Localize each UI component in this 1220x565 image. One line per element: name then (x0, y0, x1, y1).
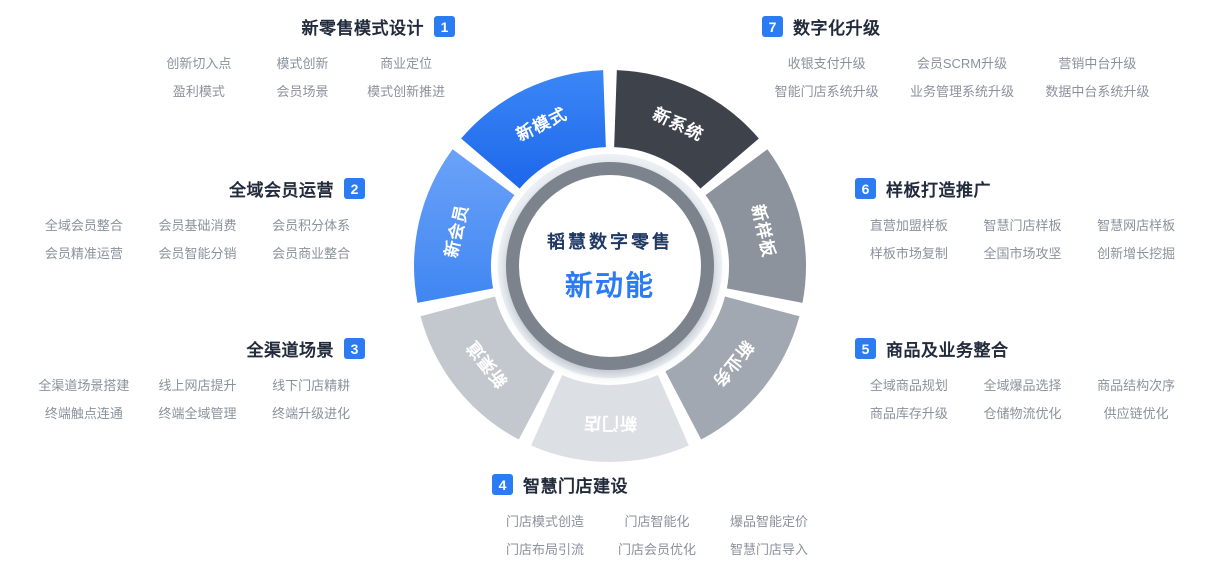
section-header: 全渠道场景 3 (30, 338, 365, 360)
section-item: 门店智能化 (624, 514, 690, 529)
section-header: 全域会员运营 2 (30, 178, 365, 200)
section-item: 收银支付升级 (787, 56, 866, 71)
section-item: 商品结构次序 (1097, 378, 1176, 393)
section-model-promotion: 6 样板打造推广 直营加盟样板 智慧门店样板 智慧网店样板 样板市场复制 全国市… (855, 178, 1190, 262)
section-item: 终端触点连通 (44, 406, 123, 421)
section-header: 4 智慧门店建设 (492, 474, 822, 496)
section-header: 7 数字化升级 (762, 16, 1162, 38)
wheel-center-disc (519, 175, 701, 357)
section-item: 线下门店精耕 (272, 378, 351, 393)
section-item: 会员积分体系 (272, 218, 351, 233)
section-item: 数据中台系统升级 (1045, 84, 1150, 99)
section-goods-business-integration: 5 商品及业务整合 全域商品规划 全域爆品选择 商品结构次序 商品库存升级 仓储… (855, 338, 1190, 422)
section-item: 全渠道场景搭建 (38, 378, 130, 393)
section-item: 会员SCRM升级 (916, 56, 1008, 71)
wheel: 新系统新样板新业务新门店新渠道新会员新模式 韬慧数字零售 新动能 (410, 66, 810, 466)
section-number-badge: 3 (344, 338, 365, 359)
section-item: 仓储物流优化 (983, 406, 1062, 421)
wheel-segment-label-3: 新门店 (583, 414, 637, 434)
wheel-segment-0 (614, 70, 759, 189)
section-item: 会员商业整合 (272, 246, 351, 261)
section-items: 收银支付升级 会员SCRM升级 营销中台升级 智能门店系统升级 业务管理系统升级… (762, 53, 1162, 100)
section-item: 全域会员整合 (44, 218, 123, 233)
section-items: 门店模式创造 门店智能化 爆品智能定价 门店布局引流 门店会员优化 智慧门店导入 (492, 511, 822, 558)
section-omni-channel-scene: 全渠道场景 3 全渠道场景搭建 线上网店提升 线下门店精耕 终端触点连通 终端全… (30, 338, 365, 422)
section-item: 会员基础消费 (158, 218, 237, 233)
section-title: 新零售模式设计 (301, 19, 424, 38)
section-item: 智能门店系统升级 (774, 84, 879, 99)
section-title: 智慧门店建设 (523, 477, 628, 496)
section-item: 创新增长挖掘 (1097, 246, 1176, 261)
section-number-badge: 5 (855, 338, 876, 359)
section-number-badge: 1 (434, 16, 455, 37)
section-new-retail-model-design: 新零售模式设计 1 创新切入点 模式创新 商业定位 盈利模式 会员场景 模式创新… (150, 16, 455, 100)
section-item: 模式创新推进 (367, 84, 446, 99)
section-number-badge: 4 (492, 474, 513, 495)
section-item: 全域爆品选择 (983, 378, 1062, 393)
section-header: 新零售模式设计 1 (150, 16, 455, 38)
section-title: 全渠道场景 (246, 341, 334, 360)
section-number-badge: 7 (762, 16, 783, 37)
section-title: 样板打造推广 (886, 181, 991, 200)
section-item: 样板市场复制 (869, 246, 948, 261)
section-number-badge: 6 (855, 178, 876, 199)
section-item: 终端升级进化 (272, 406, 351, 421)
section-item: 供应链优化 (1103, 406, 1169, 421)
section-items: 直营加盟样板 智慧门店样板 智慧网店样板 样板市场复制 全国市场攻坚 创新增长挖… (855, 215, 1190, 262)
section-header: 6 样板打造推广 (855, 178, 1190, 200)
section-item: 门店模式创造 (505, 514, 584, 529)
section-item: 门店布局引流 (505, 542, 584, 557)
section-smart-store-construction: 4 智慧门店建设 门店模式创造 门店智能化 爆品智能定价 门店布局引流 门店会员… (492, 474, 822, 558)
section-items: 创新切入点 模式创新 商业定位 盈利模式 会员场景 模式创新推进 (150, 53, 455, 100)
section-title: 商品及业务整合 (886, 341, 1009, 360)
section-header: 5 商品及业务整合 (855, 338, 1190, 360)
wheel-segment-4 (420, 296, 555, 440)
section-title: 数字化升级 (793, 19, 881, 38)
section-item: 会员智能分销 (158, 246, 237, 261)
section-item: 智慧门店样板 (983, 218, 1062, 233)
section-items: 全域商品规划 全域爆品选择 商品结构次序 商品库存升级 仓储物流优化 供应链优化 (855, 375, 1190, 422)
section-item: 门店会员优化 (617, 542, 696, 557)
section-items: 全渠道场景搭建 线上网店提升 线下门店精耕 终端触点连通 终端全域管理 终端升级… (30, 375, 365, 422)
section-items: 全域会员整合 会员基础消费 会员积分体系 会员精准运营 会员智能分销 会员商业整… (30, 215, 365, 262)
wheel-segment-5 (414, 149, 515, 303)
section-item: 全域商品规划 (869, 378, 948, 393)
wheel-segment-2 (665, 296, 800, 440)
section-number-badge: 2 (344, 178, 365, 199)
section-item: 智慧门店导入 (729, 542, 808, 557)
section-item: 会员精准运营 (44, 246, 123, 261)
section-title: 全域会员运营 (229, 181, 334, 200)
section-item: 商品库存升级 (869, 406, 948, 421)
wheel-segment-6 (461, 70, 606, 189)
section-item: 终端全域管理 (158, 406, 237, 421)
section-item: 商业定位 (380, 56, 433, 71)
section-item: 全国市场攻坚 (983, 246, 1062, 261)
section-item: 模式创新 (276, 56, 329, 71)
section-item: 智慧网店样板 (1097, 218, 1176, 233)
section-item: 创新切入点 (166, 56, 232, 71)
section-item: 业务管理系统升级 (909, 84, 1014, 99)
section-item: 直营加盟样板 (869, 218, 948, 233)
section-item: 线上网店提升 (158, 378, 237, 393)
section-item: 盈利模式 (172, 84, 225, 99)
section-digital-upgrade: 7 数字化升级 收银支付升级 会员SCRM升级 营销中台升级 智能门店系统升级 … (762, 16, 1162, 100)
wheel-segment-1 (705, 149, 806, 303)
section-item: 爆品智能定价 (729, 514, 808, 529)
wheel-segment-3 (531, 374, 689, 463)
section-omni-member-operation: 全域会员运营 2 全域会员整合 会员基础消费 会员积分体系 会员精准运营 会员智… (30, 178, 365, 262)
section-item: 会员场景 (276, 84, 329, 99)
section-item: 营销中台升级 (1058, 56, 1137, 71)
